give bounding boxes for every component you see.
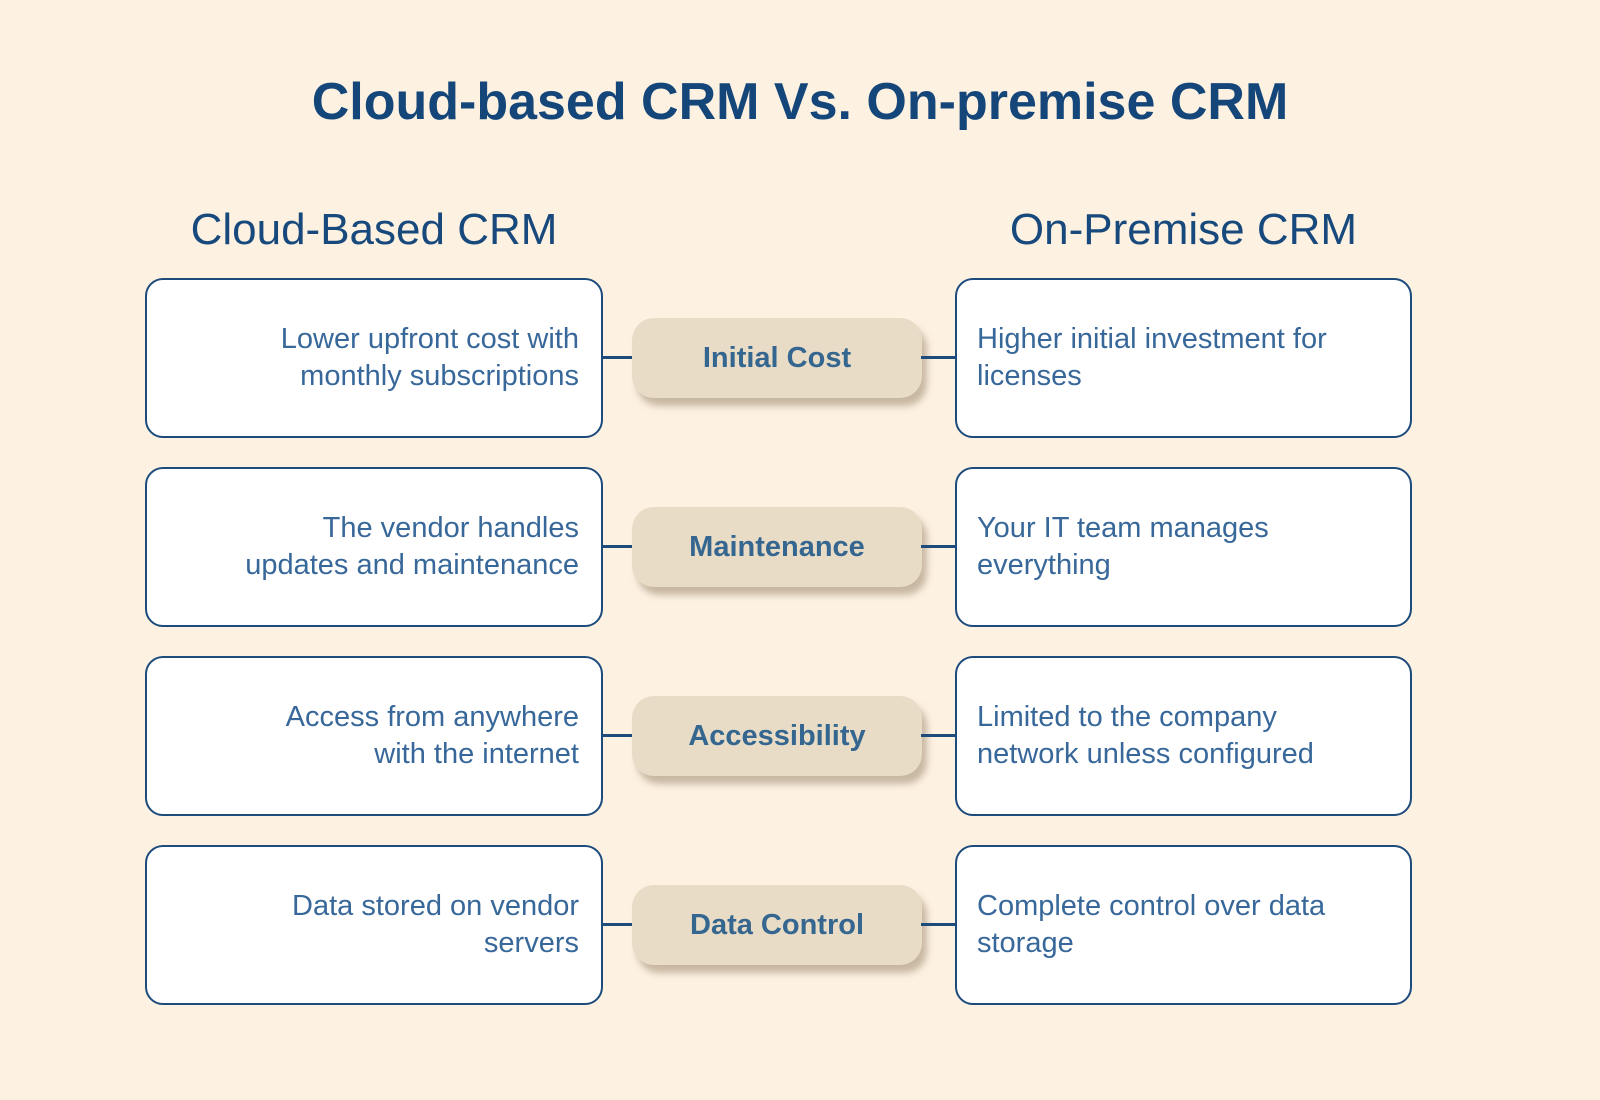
- comparison-row-data-control: Data stored on vendor servers Data Contr…: [0, 845, 1600, 1005]
- connector-line-left: [603, 923, 633, 926]
- cloud-feature-box: Data stored on vendor servers: [145, 845, 603, 1005]
- onprem-feature-box: Your IT team manages everything: [955, 467, 1412, 627]
- onprem-feature-text: Your IT team manages everything: [977, 512, 1269, 581]
- category-pill: Data Control: [632, 885, 922, 965]
- cloud-feature-text: Access from anywhere with the internet: [285, 701, 579, 770]
- onprem-feature-box: Complete control over data storage: [955, 845, 1412, 1005]
- category-label: Data Control: [690, 908, 864, 941]
- onprem-feature-box: Higher initial investment for licenses: [955, 278, 1412, 438]
- connector-line-right: [921, 734, 956, 737]
- category-pill: Maintenance: [632, 507, 922, 587]
- cloud-feature-text: Data stored on vendor servers: [292, 890, 579, 959]
- comparison-row-maintenance: The vendor handles updates and maintenan…: [0, 467, 1600, 627]
- cloud-feature-text: Lower upfront cost with monthly subscrip…: [280, 323, 579, 392]
- column-header-onprem: On-Premise CRM: [1009, 205, 1358, 254]
- page-title: Cloud-based CRM Vs. On-premise CRM: [311, 73, 1289, 131]
- connector-line-left: [603, 545, 633, 548]
- connector-line-right: [921, 923, 956, 926]
- category-label: Maintenance: [689, 530, 865, 563]
- connector-line-left: [603, 356, 633, 359]
- cloud-feature-box: The vendor handles updates and maintenan…: [145, 467, 603, 627]
- cloud-feature-box: Lower upfront cost with monthly subscrip…: [145, 278, 603, 438]
- onprem-feature-box: Limited to the company network unless co…: [955, 656, 1412, 816]
- cloud-feature-box: Access from anywhere with the internet: [145, 656, 603, 816]
- cloud-feature-text: The vendor handles updates and maintenan…: [245, 512, 579, 581]
- column-header-cloud: Cloud-Based CRM: [190, 205, 558, 254]
- comparison-row-accessibility: Access from anywhere with the internet A…: [0, 656, 1600, 816]
- onprem-feature-text: Limited to the company network unless co…: [977, 701, 1314, 770]
- comparison-row-initial-cost: Lower upfront cost with monthly subscrip…: [0, 278, 1600, 438]
- category-pill: Initial Cost: [632, 318, 922, 398]
- connector-line-right: [921, 545, 956, 548]
- category-pill: Accessibility: [632, 696, 922, 776]
- category-label: Accessibility: [688, 719, 866, 752]
- category-label: Initial Cost: [702, 341, 852, 374]
- onprem-feature-text: Complete control over data storage: [977, 890, 1326, 959]
- connector-line-right: [921, 356, 956, 359]
- onprem-feature-text: Higher initial investment for licenses: [977, 323, 1327, 392]
- connector-line-left: [603, 734, 633, 737]
